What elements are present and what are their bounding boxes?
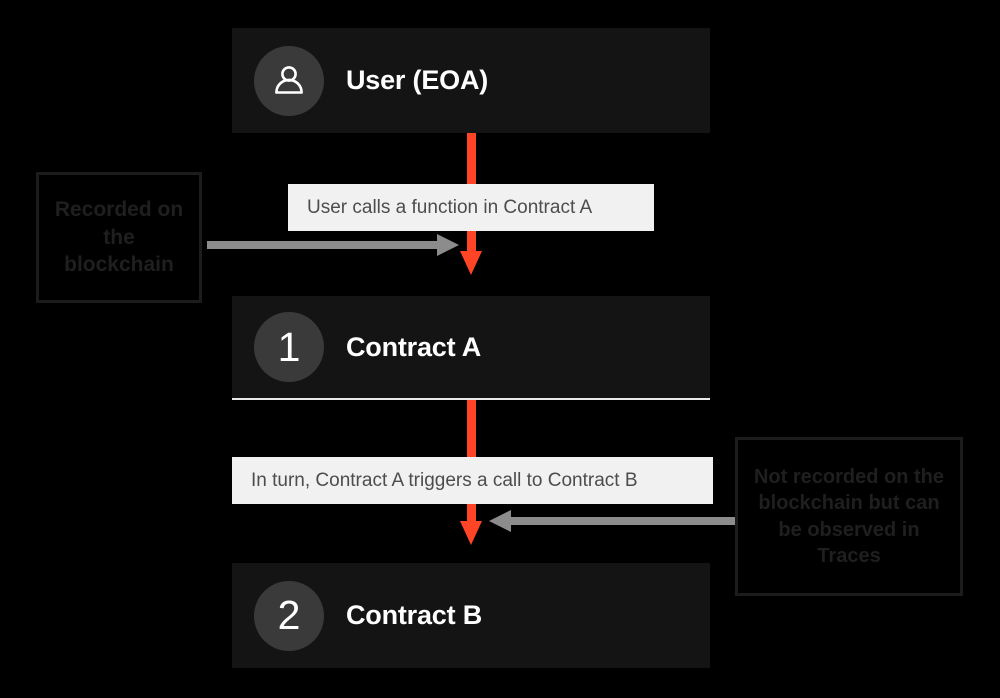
- annotation-recorded-on-blockchain: Recorded on the blockchain: [36, 172, 202, 303]
- annotation-arrow-right: [489, 510, 739, 532]
- node-label: Contract B: [346, 600, 483, 630]
- node-label: Contract A: [346, 331, 482, 362]
- annotation-arrow-left: [207, 234, 459, 256]
- arrow-shaft: [207, 241, 439, 249]
- caption-user-calls-contract-a: User calls a function in Contract A: [288, 184, 654, 231]
- annotation-not-recorded-on-blockchain: Not recorded on the blockchain but can b…: [735, 437, 963, 596]
- person-avatar: [254, 45, 324, 116]
- step-number-badge: 1: [254, 312, 324, 382]
- arrow-shaft: [511, 517, 739, 525]
- node-contract-b[interactable]: 2 Contract B: [232, 563, 710, 668]
- caption-contract-a-calls-contract-b: In turn, Contract A triggers a call to C…: [232, 457, 713, 504]
- step-number-badge: 2: [254, 580, 324, 651]
- node-label: User (EOA): [346, 65, 489, 95]
- person-icon: [275, 65, 303, 94]
- node-user-eoa[interactable]: User (EOA): [232, 28, 710, 133]
- step-number: 1: [277, 323, 301, 370]
- arrow-head-icon: [489, 510, 511, 532]
- arrow-head-icon: [460, 521, 482, 545]
- arrow-head-icon: [437, 234, 459, 256]
- step-number: 2: [277, 592, 301, 638]
- arrow-head-icon: [460, 251, 482, 275]
- node-contract-a[interactable]: 1 Contract A: [232, 296, 710, 400]
